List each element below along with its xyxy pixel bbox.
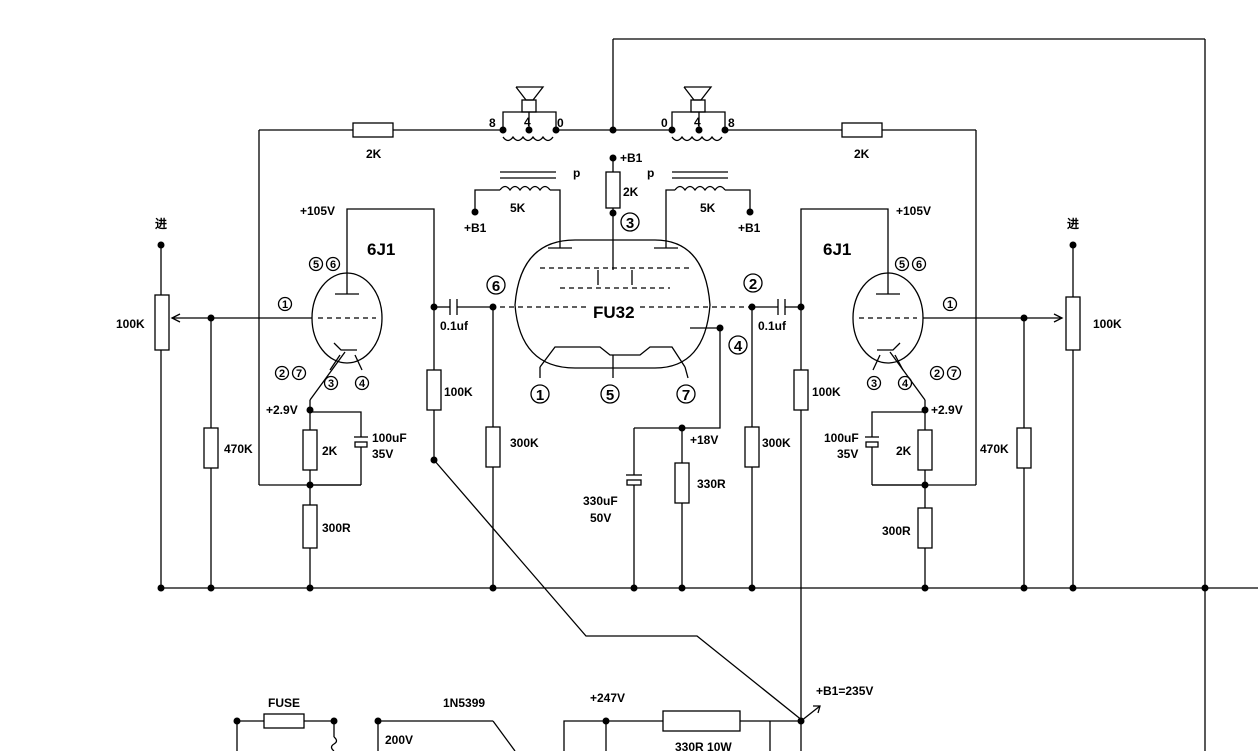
screen-resistor bbox=[605, 154, 621, 270]
cathode-network-left bbox=[302, 400, 368, 588]
coupling-cap-left: 0.1uf bbox=[440, 319, 469, 333]
pin-5-label: 5 bbox=[606, 387, 614, 404]
tap-4-left: 4 bbox=[524, 115, 531, 129]
fu32-label: FU32 bbox=[593, 303, 635, 322]
pin-4-label: 4 bbox=[734, 338, 743, 355]
output-transformer-right bbox=[665, 111, 751, 235]
pin-7-label: 7 bbox=[682, 387, 690, 404]
res-330r-label: 330R bbox=[697, 477, 726, 491]
coupling-right bbox=[744, 299, 809, 751]
fuse-label: FUSE bbox=[268, 696, 300, 710]
screen-b1-label: +B1 bbox=[620, 151, 643, 165]
pin-2-label: 2 bbox=[749, 276, 757, 293]
input-right-label: 进 bbox=[1067, 216, 1079, 231]
coupling-cap-right: 0.1uf bbox=[758, 319, 787, 333]
pin-6-label: 6 bbox=[492, 278, 500, 295]
dr-pin-3: 3 bbox=[871, 378, 877, 390]
ac-200v-label: 200V bbox=[385, 733, 413, 747]
plus-105v-left: +105V bbox=[300, 204, 335, 218]
input-left-label: 进 bbox=[155, 216, 167, 231]
cathode-v-left: +2.9V bbox=[266, 403, 298, 417]
b1-feed-line bbox=[433, 459, 804, 722]
plate-wire-left bbox=[346, 208, 435, 307]
vol-right-label: 100K bbox=[1093, 317, 1122, 331]
dr-pin-7: 7 bbox=[951, 368, 957, 380]
cathode-network-right bbox=[865, 400, 933, 588]
plus-105v-right: +105V bbox=[896, 204, 931, 218]
tap-0-left: 0 bbox=[557, 116, 564, 130]
cathode-2k-right: 2K bbox=[896, 444, 912, 458]
res-330r-10w-label: 330R 10W bbox=[675, 740, 732, 751]
driver-left-label: 6J1 bbox=[367, 240, 395, 259]
b1-left: +B1 bbox=[464, 221, 487, 235]
power-supply bbox=[236, 705, 821, 751]
plate-wire-right bbox=[800, 208, 889, 307]
cathode-300r-right: 300R bbox=[882, 524, 911, 538]
pri-5k-left: 5K bbox=[510, 201, 526, 215]
dr-pin-2: 2 bbox=[934, 368, 940, 380]
cap-100uf-left: 100uF bbox=[372, 431, 407, 445]
dr-pin-5: 5 bbox=[899, 259, 905, 271]
cap-50v-label: 50V bbox=[590, 511, 611, 525]
plate-p-left: p bbox=[573, 166, 580, 180]
cathode-network-fu32 bbox=[626, 428, 690, 588]
volume-pot-right bbox=[1065, 245, 1081, 588]
dr-pin-4: 4 bbox=[902, 378, 909, 390]
fb-left-label: 2K bbox=[366, 147, 382, 161]
cap-100uf-right: 100uF bbox=[824, 431, 859, 445]
plate-100k-right: 100K bbox=[812, 385, 841, 399]
b1-235v-label: +B1=235V bbox=[816, 684, 873, 698]
speaker-left-icon bbox=[515, 86, 545, 113]
cap-35v-right: 35V bbox=[837, 447, 858, 461]
tap-8-left: 8 bbox=[489, 116, 496, 130]
grid-300k-right: 300K bbox=[762, 436, 791, 450]
tap-0-right: 0 bbox=[661, 116, 668, 130]
plate-p-right: p bbox=[647, 166, 654, 180]
speaker-right-icon bbox=[683, 86, 713, 113]
tap-4-right: 4 bbox=[694, 115, 701, 129]
grid-470k-right: 470K bbox=[980, 442, 1009, 456]
driver-right-label: 6J1 bbox=[823, 240, 851, 259]
grid-300k-left: 300K bbox=[510, 436, 539, 450]
dl-pin-4: 4 bbox=[359, 378, 366, 390]
volume-pot-left bbox=[154, 245, 312, 588]
cap-330uf-label: 330uF bbox=[583, 494, 618, 508]
plus-247v-label: +247V bbox=[590, 691, 625, 705]
cap-35v-left: 35V bbox=[372, 447, 393, 461]
tap-8-right: 8 bbox=[728, 116, 735, 130]
cathode-2k-left: 2K bbox=[322, 444, 338, 458]
cathode-300r-left: 300R bbox=[322, 521, 351, 535]
dl-pin-7: 7 bbox=[296, 368, 302, 380]
pin-3-label: 3 bbox=[626, 215, 634, 232]
driver-tube-left-icon bbox=[309, 272, 383, 401]
dl-pin-2: 2 bbox=[279, 368, 285, 380]
fu32-tube-icon bbox=[500, 235, 752, 429]
driver-tube-right-icon bbox=[852, 272, 926, 401]
grid-470k-left: 470K bbox=[224, 442, 253, 456]
fb-right-label: 2K bbox=[854, 147, 870, 161]
pin-1-label: 1 bbox=[536, 387, 544, 404]
dl-pin-6: 6 bbox=[330, 259, 336, 271]
vol-left-label: 100K bbox=[116, 317, 145, 331]
diode-label: 1N5399 bbox=[443, 696, 485, 710]
coupling-left bbox=[426, 299, 501, 588]
dr-pin-6: 6 bbox=[916, 259, 922, 271]
plate-100k-left: 100K bbox=[444, 385, 473, 399]
grid-res-left bbox=[203, 318, 219, 588]
dr-pin-1: 1 bbox=[947, 299, 953, 311]
plus-18v-label: +18V bbox=[690, 433, 718, 447]
cathode-v-right: +2.9V bbox=[931, 403, 963, 417]
b1-right: +B1 bbox=[738, 221, 761, 235]
dl-pin-5: 5 bbox=[313, 259, 319, 271]
pri-5k-right: 5K bbox=[700, 201, 716, 215]
screen-2k-label: 2K bbox=[623, 185, 639, 199]
grid-res-right bbox=[923, 313, 1064, 588]
dl-pin-3: 3 bbox=[328, 378, 334, 390]
dl-pin-1: 1 bbox=[282, 299, 288, 311]
